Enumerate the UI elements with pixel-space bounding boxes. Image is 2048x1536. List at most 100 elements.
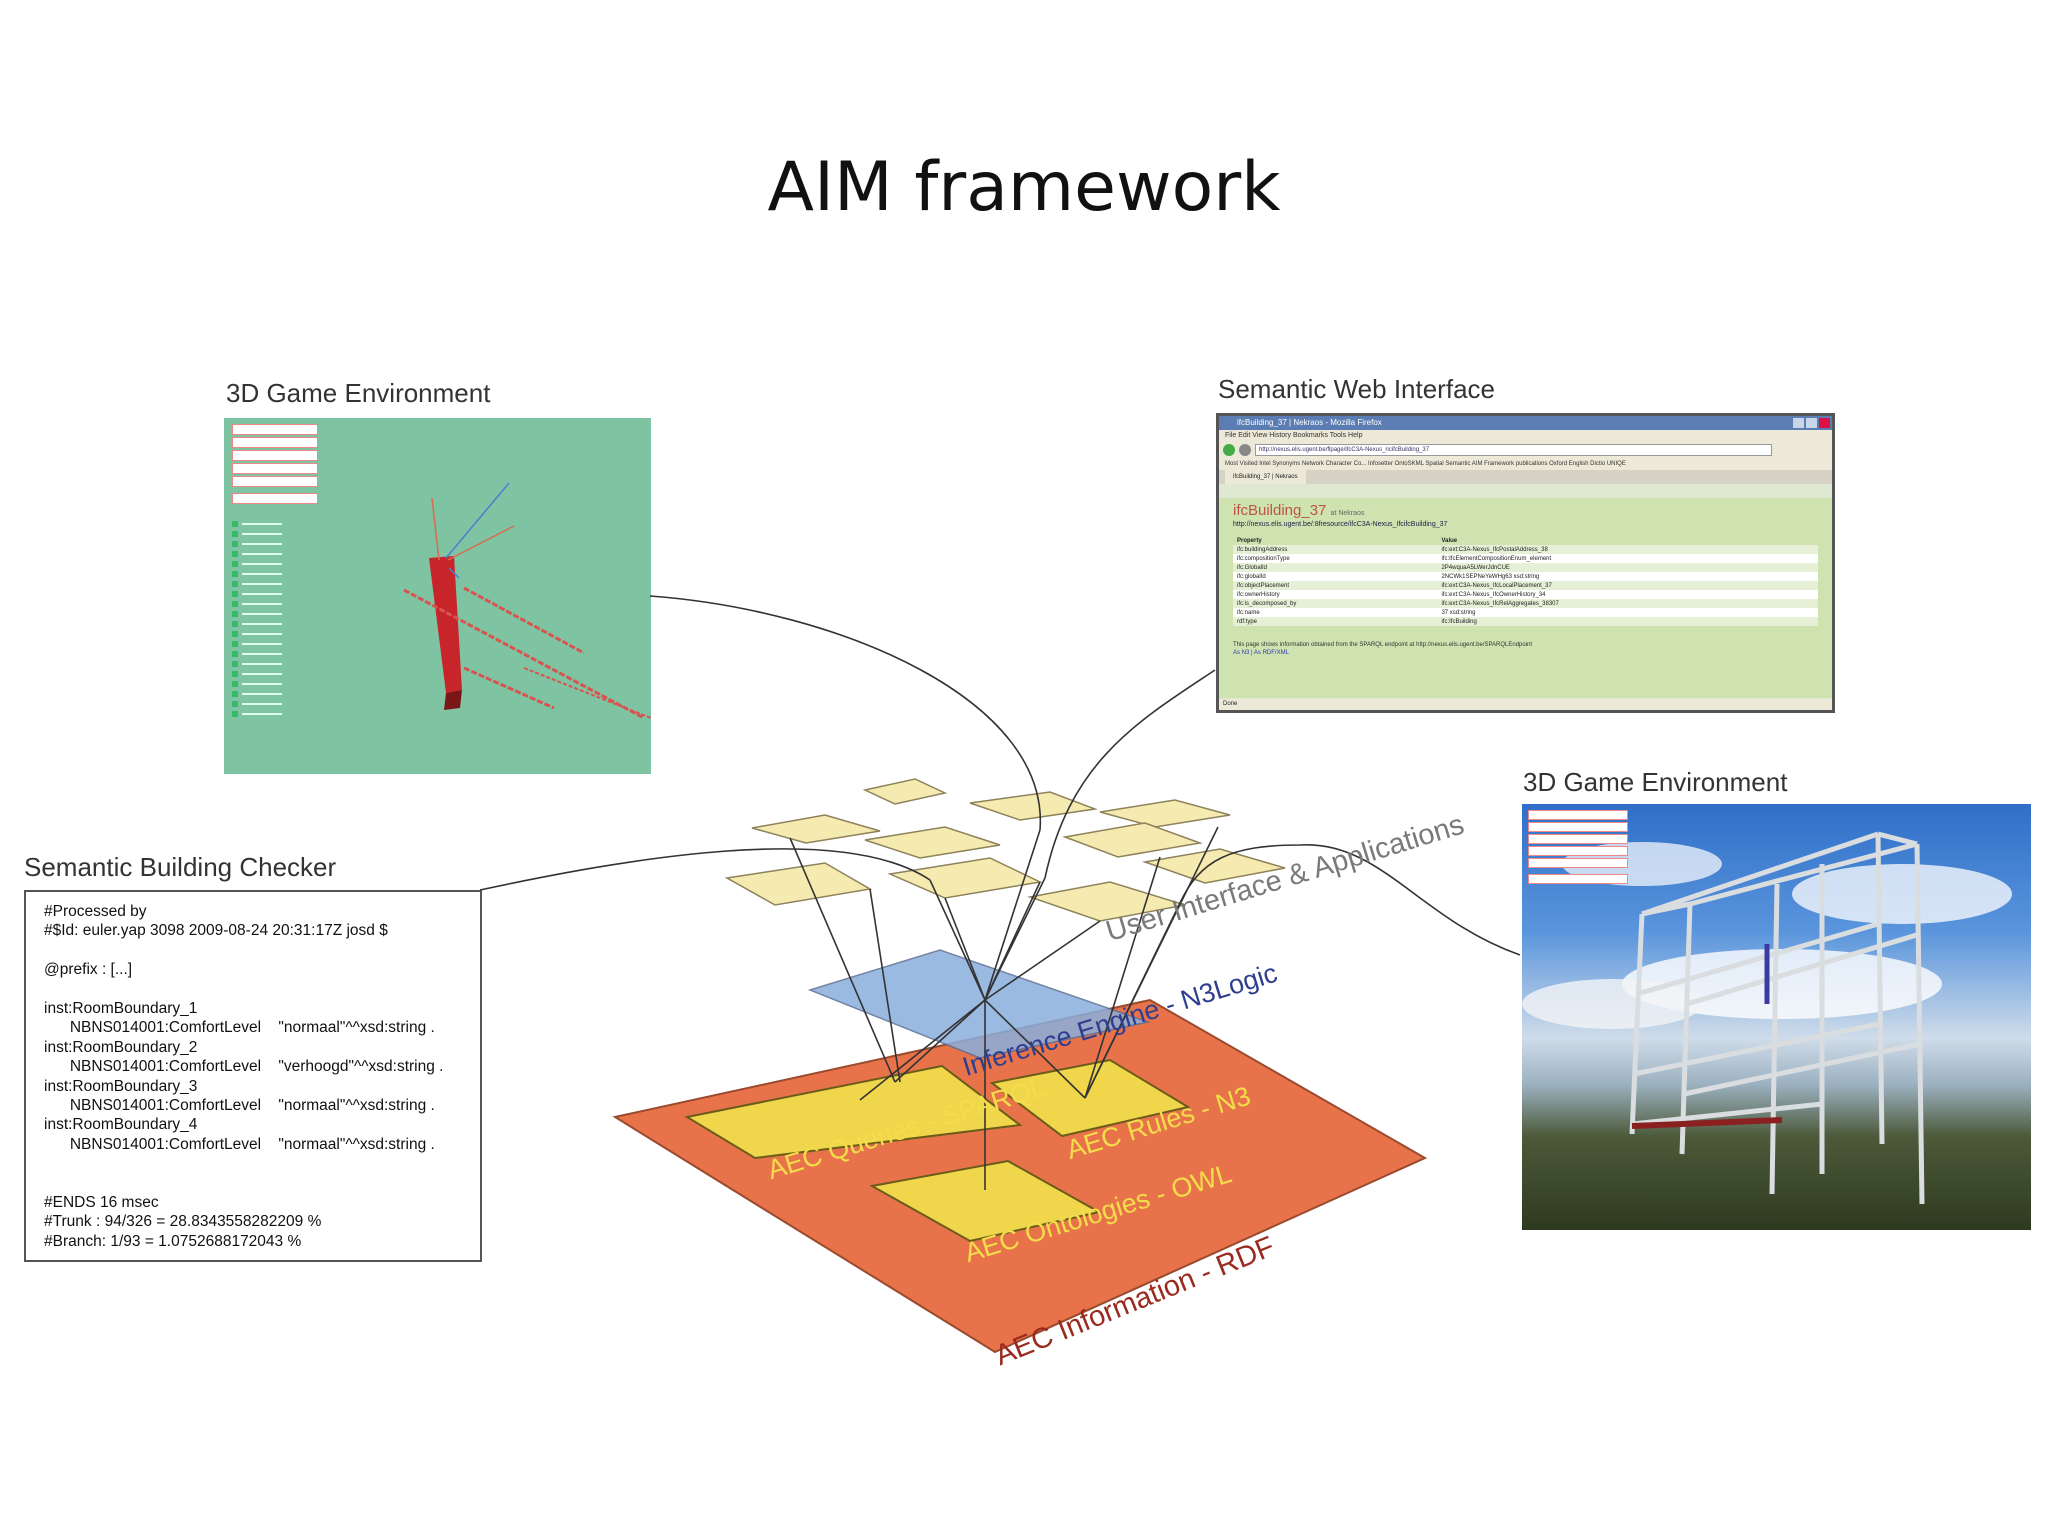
checker-output-line: #Branch: 1/93 = 1.0752688172043 % — [44, 1232, 302, 1250]
property-cell[interactable]: ifc:GlobalId — [1233, 563, 1438, 572]
ui-tile — [1062, 822, 1203, 858]
game-menu-button — [232, 476, 318, 487]
game-object-tree — [232, 518, 322, 720]
forward-icon[interactable] — [1239, 444, 1251, 456]
browser-tab-strip: ifcBuilding_37 | Nekraos — [1219, 470, 1832, 484]
ui-tile — [862, 778, 948, 805]
checker-output-line: NBNS014001:ComfortLevel "normaal"^^xsd:s… — [44, 1096, 435, 1114]
checker-output-line: #Processed by — [44, 903, 147, 920]
property-cell[interactable]: ifc:compositionType — [1233, 554, 1438, 563]
back-icon[interactable] — [1223, 444, 1235, 456]
game-environment-screenshot-top — [224, 418, 651, 774]
resource-subtitle: at Nekraos — [1330, 510, 1365, 517]
ui-tile — [1099, 799, 1231, 828]
ui-tile — [969, 791, 1098, 821]
property-cell[interactable]: ifc:objectPlacement — [1233, 581, 1438, 590]
aec-queries-module — [684, 1064, 1023, 1160]
browser-menu-bar[interactable]: File Edit View History Bookmarks Tools H… — [1219, 430, 1832, 442]
game-environment-right-label: 3D Game Environment — [1523, 767, 1788, 797]
checker-output-line: NBNS014001:ComfortLevel "normaal"^^xsd:s… — [44, 1135, 435, 1153]
game-environment-top-label: 3D Game Environment — [226, 378, 491, 408]
value-cell[interactable]: ifc:IfcBuilding — [1437, 617, 1818, 626]
checker-output-line: #$Id: euler.yap 3098 2009-08-24 20:31:17… — [44, 922, 388, 940]
maximize-icon[interactable] — [1806, 418, 1817, 428]
semantic-web-interface-label: Semantic Web Interface — [1218, 374, 1495, 404]
value-cell[interactable]: ifc:ext:C3A-Nexus_IfcRelAggregates_38307 — [1437, 599, 1818, 608]
game-menu-button — [232, 437, 318, 448]
semantic-building-checker-label: Semantic Building Checker — [24, 852, 337, 882]
checker-output-line: #Trunk : 94/326 = 28.8343558282209 % — [44, 1213, 322, 1231]
browser-status-bar: Done — [1219, 699, 1832, 710]
property-cell[interactable]: ifc:buildingAddress — [1233, 545, 1438, 554]
resource-title-text: ifcBuilding_37 — [1233, 502, 1327, 519]
minimize-icon[interactable] — [1793, 418, 1804, 428]
property-cell[interactable]: ifc:globalId — [1233, 572, 1438, 581]
ui-tile — [1142, 848, 1286, 884]
checker-output-line: @prefix : [...] — [44, 961, 133, 979]
value-cell[interactable]: 2P4wquaA5LWerJdnCUE — [1437, 563, 1818, 572]
game-menu-button — [1528, 822, 1628, 832]
ui-tile — [887, 857, 1043, 899]
value-cell[interactable]: ifc:ext:C3A-Nexus_IfcOwnerHistory_34 — [1437, 590, 1818, 599]
value-cell[interactable]: 2NCWk1SEPNeYeWHg63 xsd:string — [1437, 572, 1818, 581]
game-environment-screenshot-right — [1522, 804, 2031, 1230]
game-menu-button — [1528, 858, 1628, 868]
property-cell[interactable]: rdf:type — [1233, 617, 1438, 626]
ui-tile — [864, 826, 1001, 859]
value-cell[interactable]: ifc:ext:C3A-Nexus_IfcLocalPlacement_37 — [1437, 581, 1818, 590]
checker-output-line: inst:RoomBoundary_4 — [44, 1116, 198, 1134]
format-links[interactable]: As N3 | As RDF/XML — [1233, 650, 1289, 656]
checker-output-line: #ENDS 16 msec — [44, 1193, 159, 1211]
game-menu-button — [1528, 810, 1628, 820]
semantic-building-checker-output: #Processed by #$Id: euler.yap 3098 2009-0… — [24, 890, 482, 1262]
resource-uri[interactable]: http://nexus.elis.ugent.be/:8fresource/i… — [1233, 521, 1448, 528]
address-bar[interactable]: http://nexus.elis.ugent.be/flpage/ifcC3A… — [1255, 444, 1772, 456]
property-cell[interactable]: ifc:is_decomposed_by — [1233, 599, 1438, 608]
game-menu-button — [1528, 846, 1628, 856]
browser-title-bar: ifcBuilding_37 | Nekraos - Mozilla Firef… — [1219, 416, 1832, 430]
value-cell[interactable]: 37 xsd:string — [1437, 608, 1818, 617]
bookmarks-bar[interactable]: Most Visited Intel Synonyms Network Char… — [1219, 458, 1832, 470]
value-column-header: Value — [1441, 537, 1458, 544]
checker-output-line: inst:RoomBoundary_2 — [44, 1038, 198, 1056]
game-menu — [232, 422, 318, 506]
game-menu-button — [232, 424, 318, 435]
browser-page-content: ifcBuilding_37 at Nekraos http://nexus.e… — [1219, 498, 1832, 698]
scaffold-frame — [1629, 831, 1925, 1205]
browser-nav-bar: http://nexus.elis.ugent.be/flpage/ifcC3A… — [1219, 442, 1832, 458]
ui-tile — [751, 814, 881, 844]
value-cell[interactable]: ifc:ext:C3A-Nexus_IfcPostalAddress_38 — [1437, 545, 1818, 554]
aec-rules-module — [989, 1058, 1191, 1138]
game-menu-button — [1528, 874, 1628, 884]
checker-output-line: inst:RoomBoundary_1 — [44, 999, 198, 1017]
checker-output-line: NBNS014001:ComfortLevel "verhoogd"^^xsd:… — [44, 1058, 444, 1076]
game-menu-button — [232, 493, 318, 504]
close-icon[interactable] — [1819, 418, 1830, 428]
ui-tile — [1027, 881, 1186, 922]
property-cell[interactable]: ifc:ownerHistory — [1233, 590, 1438, 599]
browser-window-title: ifcBuilding_37 | Nekraos - Mozilla Firef… — [1237, 418, 1382, 427]
game-menu-right — [1528, 808, 1628, 886]
value-cell[interactable]: ifc:IfcElementCompositionEnum_element — [1437, 554, 1818, 563]
aec-ontologies-module — [869, 1159, 1102, 1243]
property-cell[interactable]: ifc:name — [1233, 608, 1438, 617]
resource-title: ifcBuilding_37 at Nekraos — [1233, 502, 1818, 519]
slide-title: AIM framework — [767, 148, 1281, 227]
game-menu-button — [232, 450, 318, 461]
red-column — [429, 556, 462, 693]
semantic-web-browser-screenshot: ifcBuilding_37 | Nekraos - Mozilla Firef… — [1216, 413, 1835, 713]
property-column-header: Property — [1237, 537, 1262, 544]
checker-output-line: NBNS014001:ComfortLevel "normaal"^^xsd:s… — [44, 1019, 435, 1037]
browser-tab[interactable]: ifcBuilding_37 | Nekraos — [1225, 470, 1306, 484]
